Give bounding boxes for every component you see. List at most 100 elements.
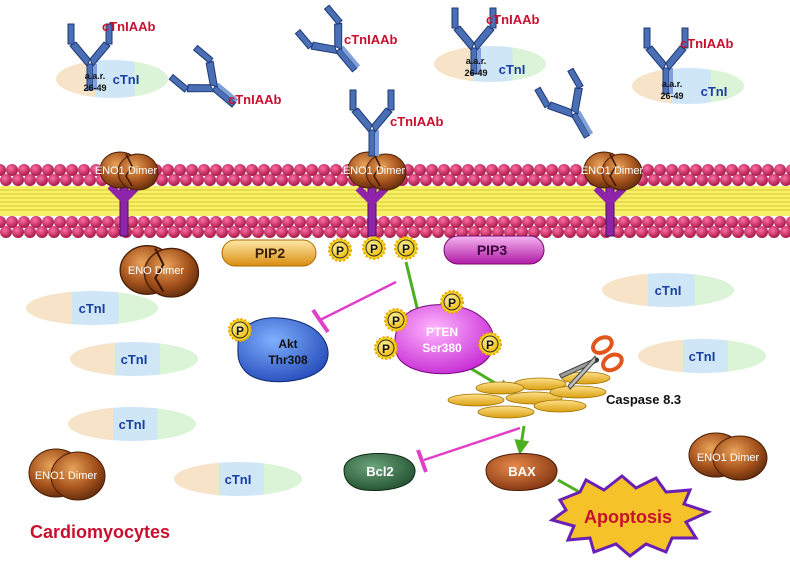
- lipid-head: [300, 174, 312, 186]
- phospho-label: P: [336, 244, 344, 258]
- lipid-head: [690, 216, 702, 228]
- lipid-head: [150, 216, 162, 228]
- lipid-head: [324, 174, 336, 186]
- lipid-head: [306, 216, 318, 228]
- antibody-ctni-complex-1: cTnIAAb a.a.r. 26-49 cTnI: [56, 19, 168, 98]
- pten-site-label: Ser380: [422, 341, 462, 355]
- eno1-dimer-label: ENO1 Dimer: [35, 470, 98, 482]
- lipid-head: [132, 226, 144, 238]
- lipid-head: [564, 174, 576, 186]
- ctni-label: cTnI: [701, 84, 728, 99]
- lipid-head: [504, 226, 516, 238]
- ctni-free-3: cTnI: [68, 407, 196, 441]
- antibody-label: cTnIAAb: [486, 12, 540, 27]
- lipid-head: [444, 174, 456, 186]
- lipid-head: [726, 164, 738, 176]
- lipid-head: [162, 164, 174, 176]
- lipid-head: [738, 164, 750, 176]
- lipid-head: [96, 226, 108, 238]
- aar-label: a.a.r.: [662, 79, 683, 89]
- lipid-head: [24, 226, 36, 238]
- lipid-head: [594, 216, 606, 228]
- lipid-head: [72, 226, 84, 238]
- lipid-head: [12, 226, 24, 238]
- aar-range-label: 26-49: [83, 83, 106, 93]
- lipid-head: [42, 216, 54, 228]
- lipid-head: [294, 164, 306, 176]
- lipid-head: [324, 226, 336, 238]
- lipid-head: [522, 164, 534, 176]
- caspase-label: Caspase 8.3: [606, 392, 681, 407]
- lipid-head: [258, 216, 270, 228]
- lipid-head: [654, 216, 666, 228]
- lipid-head: [246, 164, 258, 176]
- pten-label: PTEN: [426, 325, 458, 339]
- inhibition-to-bcl2: [416, 426, 521, 473]
- apoptosis-burst: Apoptosis: [548, 474, 713, 558]
- lipid-head: [486, 216, 498, 228]
- lipid-head: [216, 174, 228, 186]
- pip3: PIP3: [443, 235, 545, 265]
- lipid-head: [414, 164, 426, 176]
- lipid-head: [156, 226, 168, 238]
- lipid-head: [642, 164, 654, 176]
- lipid-head: [534, 164, 546, 176]
- eno-dimer-free: ENO Dimer: [119, 244, 200, 299]
- lipid-head: [672, 226, 684, 238]
- lipid-head: [612, 226, 624, 238]
- lipid-head: [738, 216, 750, 228]
- lipid-head: [342, 216, 354, 228]
- ctni-free-1: cTnI: [26, 291, 158, 325]
- lipid-head: [0, 226, 12, 238]
- lipid-head: [660, 174, 672, 186]
- lipid-head: [750, 216, 762, 228]
- eno1-dimer-label: ENO1 Dimer: [697, 452, 760, 464]
- lipid-head: [462, 216, 474, 228]
- lipid-head: [558, 216, 570, 228]
- lipid-head: [102, 216, 114, 228]
- lipid-head: [30, 164, 42, 176]
- lipid-head: [774, 164, 786, 176]
- lipid-head: [312, 174, 324, 186]
- lipid-head: [12, 174, 24, 186]
- lipid-head: [768, 226, 780, 238]
- free-antibody-3: [534, 67, 607, 149]
- lipid-head: [156, 174, 168, 186]
- lipid-head: [756, 226, 768, 238]
- lipid-head: [672, 174, 684, 186]
- eno1-dimer-free-left: ENO1 Dimer: [28, 448, 106, 501]
- eno1-dimer-label: ENO1 Dimer: [343, 165, 406, 177]
- lipid-head: [252, 174, 264, 186]
- lipid-head: [48, 226, 60, 238]
- phospho-label: P: [448, 296, 456, 310]
- ctni-free-2: cTnI: [70, 342, 198, 376]
- lipid-head: [18, 216, 30, 228]
- lipid-head: [516, 174, 528, 186]
- lipid-head: [234, 164, 246, 176]
- phospho-label: P: [402, 242, 410, 256]
- lipid-head: [60, 174, 72, 186]
- lipid-head: [714, 164, 726, 176]
- lipid-head: [282, 164, 294, 176]
- lipid-head: [60, 226, 72, 238]
- lipid-head: [300, 226, 312, 238]
- lipid-head: [762, 164, 774, 176]
- lipid-head: [630, 216, 642, 228]
- lipid-head: [468, 174, 480, 186]
- lipid-head: [0, 174, 12, 186]
- ctni-label: cTnI: [655, 283, 682, 298]
- lipid-head: [708, 174, 720, 186]
- lipid-head: [222, 164, 234, 176]
- lipid-head: [48, 174, 60, 186]
- lipid-head: [756, 174, 768, 186]
- lipid-head: [90, 216, 102, 228]
- lipid-head: [276, 174, 288, 186]
- lipid-head: [174, 216, 186, 228]
- lipid-head: [30, 216, 42, 228]
- antibody-icon: [168, 44, 249, 123]
- ctni-label: cTnI: [79, 301, 106, 316]
- lipid-head: [138, 216, 150, 228]
- lipid-head: [222, 216, 234, 228]
- lipid-head: [732, 226, 744, 238]
